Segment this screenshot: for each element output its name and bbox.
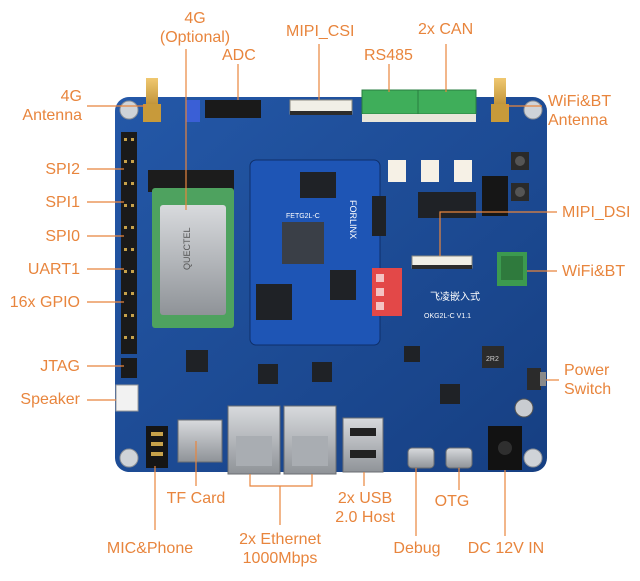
brand-cn-text: 飞凌嵌入式: [430, 290, 480, 303]
module-brand-text: QUECTEL: [182, 227, 192, 270]
adc-header: [205, 100, 261, 118]
som-model-text: FETG2L-C: [286, 213, 320, 220]
label-spi2: SPI2: [45, 161, 80, 178]
tf-card-slot: [177, 419, 223, 463]
label-4g-optional: 4G(Optional): [159, 10, 231, 46]
label-adc: ADC: [222, 47, 256, 64]
label-wifibt: WiFi&BT: [562, 263, 626, 280]
gpio-header: [121, 132, 137, 354]
brand-text: FORLINX: [348, 200, 358, 239]
leader-lines: [87, 44, 559, 536]
memory-chip: [300, 172, 336, 198]
label-mipi-csi: MIPI_CSI: [286, 23, 355, 40]
mini-pcie-slot: [148, 170, 234, 192]
otg-usb-c: [445, 447, 473, 469]
label-otg: OTG: [434, 493, 470, 510]
mounting-hole: [119, 448, 139, 468]
mounting-hole: [523, 448, 543, 468]
label-tf-card: TF Card: [166, 490, 226, 507]
label-gpio: 16x GPIO: [9, 294, 80, 311]
usb-host-ports: [342, 417, 384, 473]
inductor: [482, 346, 504, 368]
label-mipi-dsi: MIPI_DSI: [562, 204, 631, 221]
label-jtag: JTAG: [40, 358, 80, 375]
mounting-hole: [523, 100, 543, 120]
debug-usb-c: [407, 447, 435, 469]
mounting-hole: [119, 100, 139, 120]
cpu-chip: [282, 222, 324, 264]
emmc-chip: [256, 284, 292, 320]
can-terminal: [417, 89, 477, 115]
label-dc-in: DC 12V IN: [467, 540, 545, 557]
label-speaker: Speaker: [20, 391, 80, 408]
label-debug: Debug: [393, 540, 441, 557]
label-uart1: UART1: [27, 261, 80, 278]
antenna-wifibt: [494, 78, 506, 110]
audio-jacks: [146, 426, 168, 468]
label-rs485: RS485: [364, 47, 413, 64]
power-switch: [527, 368, 541, 390]
label-spi1: SPI1: [45, 194, 80, 211]
antenna-4g: [146, 78, 158, 110]
label-can: 2x CAN: [418, 21, 474, 38]
gpio-pins: [124, 138, 134, 339]
jtag-header: [121, 358, 137, 378]
model-text: OKG2L-C V1.1: [424, 313, 471, 320]
label-mic-phone: MIC&Phone: [106, 540, 194, 557]
label-spi0: SPI0: [45, 228, 80, 245]
svg-text:2R2: 2R2: [486, 356, 499, 363]
speaker-connector: [115, 384, 139, 412]
rs485-terminal: [361, 89, 419, 115]
